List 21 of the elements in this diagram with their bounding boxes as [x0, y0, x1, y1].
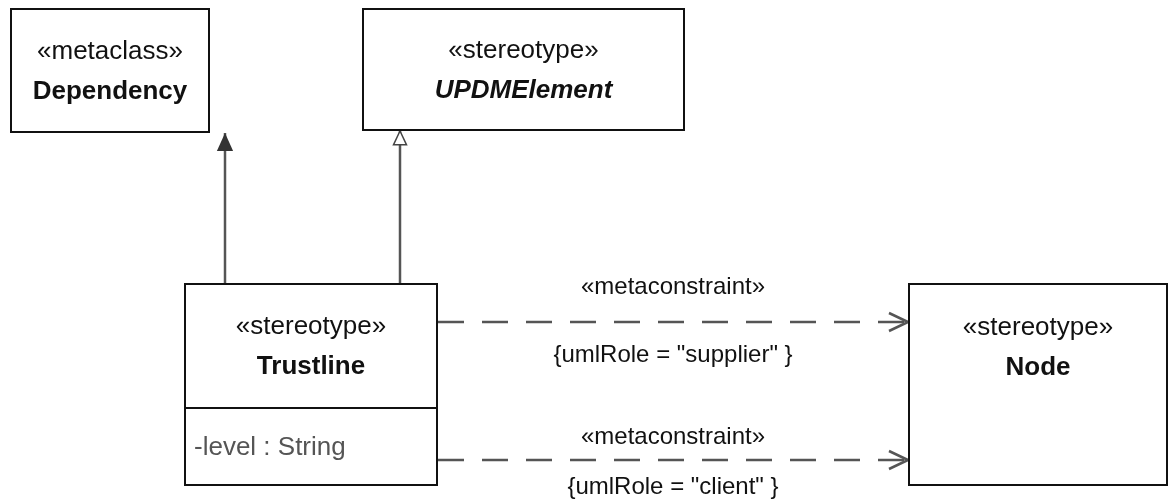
class-box [10, 8, 210, 133]
constraint-label: {umlRole = "client" } [567, 472, 779, 500]
stereotype-label: «metaclass» [37, 35, 183, 66]
stereotype-label: «stereotype» [962, 311, 1114, 342]
class-box [184, 283, 438, 486]
class-name: Trustline [256, 350, 366, 381]
edge-label: «metaconstraint» [580, 272, 766, 300]
generalization-arrow [216, 133, 234, 283]
class-name: UPDMElement [434, 74, 613, 105]
edge-label: «metaconstraint» [580, 422, 766, 450]
class-name: Dependency [32, 75, 188, 106]
class-name: Node [1005, 351, 1071, 382]
generalization-arrow [392, 130, 408, 283]
dependency-arrow [438, 311, 910, 333]
stereotype-label: «stereotype» [235, 311, 387, 341]
class-box [362, 8, 685, 131]
constraint-label: {umlRole = "supplier" } [553, 340, 793, 368]
attribute-label: -level : String [193, 430, 346, 462]
dependency-arrow [438, 449, 910, 471]
class-box [908, 283, 1168, 486]
stereotype-label: «stereotype» [448, 34, 599, 65]
